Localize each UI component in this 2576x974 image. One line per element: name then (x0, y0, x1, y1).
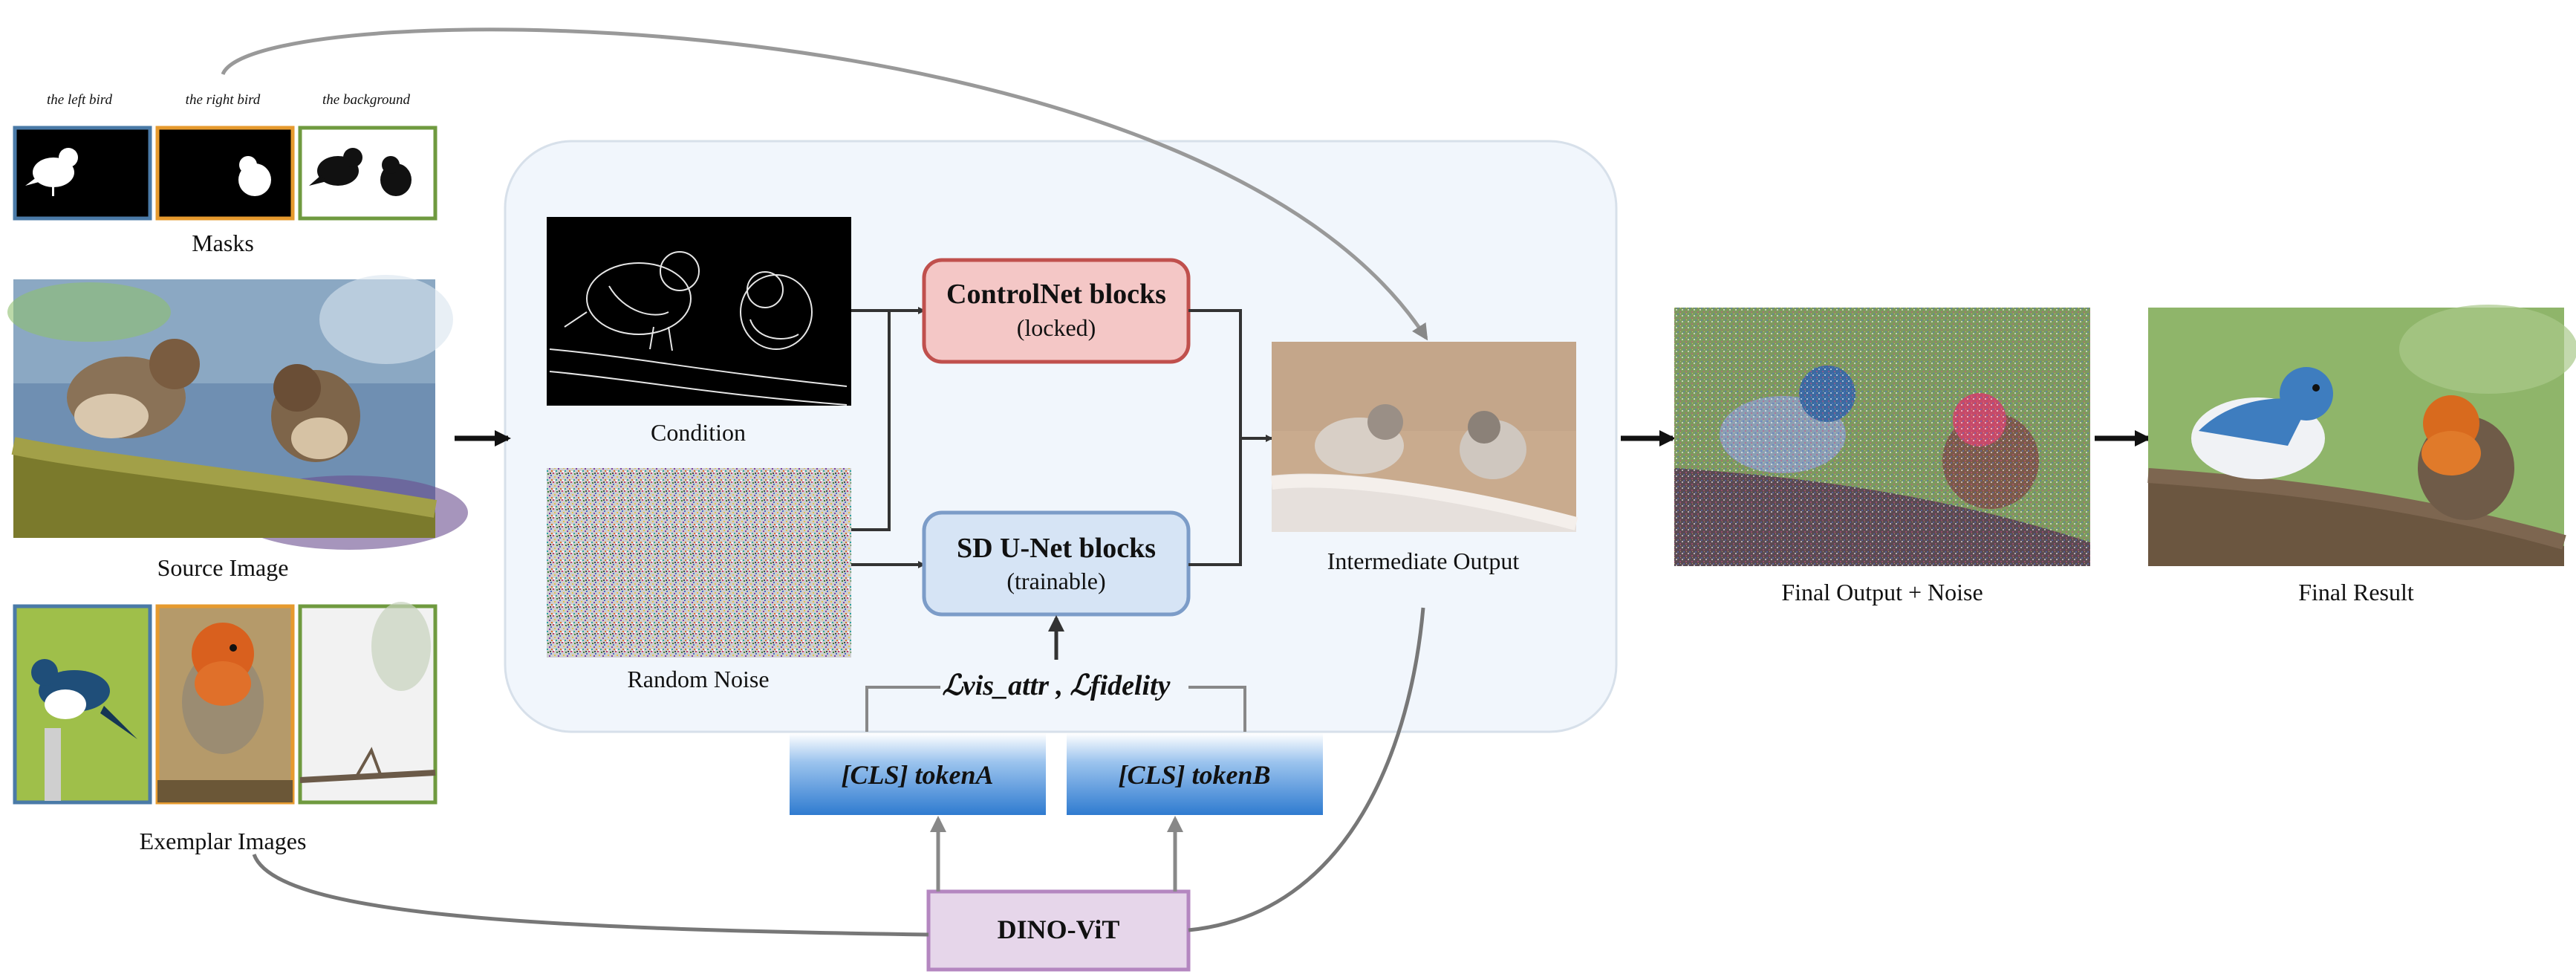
final-result-label: Final Result (2298, 579, 2414, 605)
dino-to-intermediate-curve (1188, 607, 1425, 932)
exemplar-to-dino-curve (252, 854, 929, 937)
loss-label: ℒvis_attr , ℒfidelity (943, 670, 1171, 701)
intermediate-output-image (1270, 342, 1578, 532)
unet-block: SD U-Net blocks (trainable) (922, 510, 1191, 617)
masks-group: the left bird the right bird the backgro… (13, 92, 438, 256)
cls-token-b-label: [CLS] tokenB (1118, 760, 1270, 790)
mask-right-bird (155, 126, 295, 221)
random-noise-image (547, 468, 851, 658)
final-result-image (2147, 305, 2576, 566)
mask-caption-left: the left bird (47, 92, 112, 108)
controlnet-subtitle: (locked) (1017, 314, 1096, 341)
controlnet-block: ControlNet blocks (locked) (922, 258, 1191, 364)
controlnet-title: ControlNet blocks (946, 279, 1166, 310)
condition-label: Condition (651, 419, 746, 446)
cls-token-b: [CLS] tokenB (1067, 733, 1323, 815)
exemplar-images (13, 602, 438, 805)
cls-token-a-label: [CLS] tokenA (841, 760, 993, 790)
dino-vit-block: DINO-ViT (926, 889, 1191, 972)
dino-vit-label: DINO-ViT (998, 915, 1120, 944)
unet-title: SD U-Net blocks (957, 533, 1156, 564)
source-image-label: Source Image (157, 554, 289, 581)
loss-connectors (865, 686, 1246, 732)
unet-subtitle: (trainable) (1006, 568, 1105, 594)
condition-image (547, 217, 851, 406)
final-output-noise-image (1674, 308, 2090, 566)
cls-token-a: [CLS] tokenA (790, 733, 1046, 815)
exemplar-bird-a (13, 604, 152, 805)
mask-caption-background: the background (322, 92, 411, 108)
mask-caption-right: the right bird (186, 92, 261, 108)
dino-to-token-arrows (930, 816, 1183, 892)
input-connectors (851, 307, 926, 568)
masks-label: Masks (192, 230, 254, 256)
intermediate-output-label: Intermediate Output (1327, 548, 1520, 574)
random-noise-label: Random Noise (627, 666, 769, 692)
source-image (7, 275, 468, 550)
final-output-noise-label: Final Output + Noise (1781, 579, 1983, 605)
exemplar-images-label: Exemplar Images (140, 828, 307, 854)
output-connectors (1188, 309, 1273, 566)
mask-to-intermediate-curve (221, 27, 1428, 341)
